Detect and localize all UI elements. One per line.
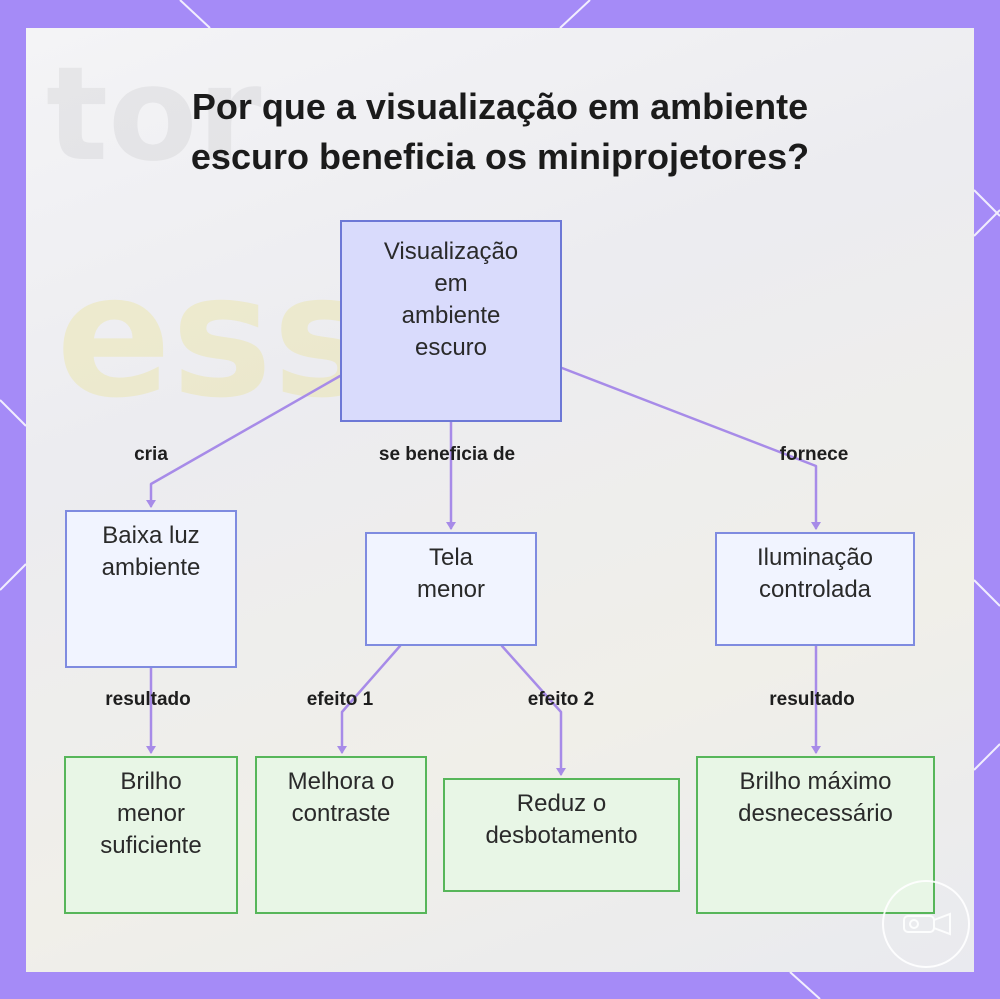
projector-logo-icon — [882, 880, 970, 968]
node-max-brightness-unneeded: Brilho máximo desnecessário — [696, 756, 935, 914]
node-smaller-screen: Tela menor — [365, 532, 537, 646]
node-text: Brilho máximo — [739, 768, 892, 795]
node-text: Iluminação — [756, 544, 874, 571]
arrowhead — [811, 522, 821, 530]
connector-cria — [149, 374, 342, 508]
node-dark-viewing: Visualização em ambiente escuro — [340, 220, 562, 422]
edge-label-efeito-1: efeito 1 — [306, 689, 374, 710]
node-low-ambient-light: Baixa luz ambiente — [65, 510, 237, 668]
node-text: desbotamento — [485, 822, 638, 849]
connector-efeito-1 — [340, 644, 402, 754]
node-text: Melhora o — [287, 768, 395, 795]
node-text: menor — [116, 800, 185, 827]
node-text: Reduz o — [516, 790, 607, 817]
node-text: contraste — [291, 800, 391, 827]
connector-fornece — [560, 366, 818, 530]
title-line-2: escuro beneficia os miniprojetores? — [190, 136, 810, 177]
title-line-1: Por que a visualização em ambiente — [191, 86, 809, 127]
edge-label-cria: cria — [134, 444, 168, 465]
node-text: suficiente — [100, 832, 202, 859]
node-text: escuro — [414, 334, 488, 361]
arrowhead — [811, 746, 821, 754]
node-text: em — [434, 270, 468, 297]
node-lower-brightness: Brilho menor suficiente — [64, 756, 238, 914]
node-improves-contrast: Melhora o contraste — [255, 756, 427, 914]
node-text: ambiente — [401, 302, 501, 329]
arrowhead — [146, 746, 156, 754]
node-text: Visualização — [383, 238, 519, 265]
arrowhead — [337, 746, 347, 754]
node-text: menor — [416, 576, 486, 603]
arrowhead — [146, 500, 156, 508]
connector-efeito-2 — [500, 644, 563, 776]
node-reduces-fading: Reduz o desbotamento — [443, 778, 680, 892]
arrowhead — [556, 768, 566, 776]
node-text: Baixa luz — [102, 522, 200, 549]
arrowhead — [446, 522, 456, 530]
node-text: ambiente — [101, 554, 201, 581]
edge-label-efeito-2: efeito 2 — [527, 689, 595, 710]
edge-label-resultado-right: resultado — [769, 689, 855, 710]
node-text: Tela — [428, 544, 474, 571]
node-text: Brilho — [120, 768, 182, 795]
node-text: controlada — [758, 576, 872, 603]
edge-label-resultado-left: resultado — [105, 689, 191, 710]
node-text: desnecessário — [738, 800, 893, 827]
diagram-title: Por que a visualização em ambiente escur… — [0, 82, 1000, 182]
edge-label-fornece: fornece — [779, 444, 849, 465]
edge-label-beneficia: se beneficia de — [378, 444, 516, 465]
node-controlled-lighting: Iluminação controlada — [715, 532, 915, 646]
